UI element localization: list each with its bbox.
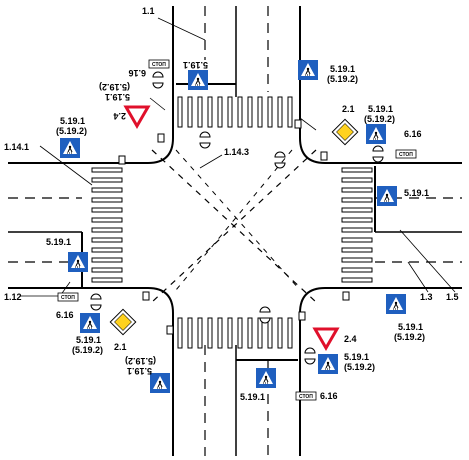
sign-label-south-2: 5.19.1 — [240, 392, 265, 402]
stop-plate-north-code: 6.16 — [128, 68, 146, 78]
main-road-sign-ne — [331, 118, 359, 146]
label-1-3: 1.3 — [420, 292, 433, 302]
sign-label-se-east: 5.19.1 — [398, 322, 423, 332]
diagonal-line-2 — [151, 149, 317, 303]
zebra-east — [341, 167, 373, 283]
stop-plate-sw-code: 6.16 — [56, 310, 74, 320]
road-edge-ne — [299, 6, 462, 164]
sign-label-west: 5.19.1 — [46, 237, 71, 247]
main-road-label-sw: 2.1 — [114, 342, 127, 352]
traffic-light-sw-2 — [259, 306, 271, 324]
pedestrian-crossing-sign-se — [317, 353, 339, 375]
give-way-sign-se — [313, 327, 339, 350]
pedestrian-crossing-sign-west — [67, 251, 89, 273]
pedestrian-crossing-sign-north — [187, 69, 209, 91]
post-lamp-se-2 — [298, 311, 306, 321]
post-lamp-sw — [142, 291, 150, 301]
label-1-14-3: 1.14.3 — [224, 147, 249, 157]
stop-plate-se-code: 6.16 — [320, 391, 338, 401]
sign-label-se-east-alt: (5.19.2) — [394, 332, 425, 342]
give-way-label-se: 2.4 — [344, 334, 357, 344]
sign-label-ne-2: 5.19.1 — [368, 104, 393, 114]
give-way-label-nw: 2.4 — [113, 111, 126, 121]
sign-label-north-rot: 5.19.1 — [183, 60, 208, 70]
sign-label-sw-alt: (5.19.2) — [72, 345, 103, 355]
pedestrian-crossing-sign-ne-2 — [365, 123, 387, 145]
road-edges — [8, 6, 462, 456]
sign-label-nw-alt: (5.19.2) — [56, 126, 87, 136]
sign-label-ne: 5.19.1 — [330, 64, 355, 74]
stop-plate-ne-text: СТОП — [399, 152, 413, 158]
stop-plate-sw — [57, 292, 79, 302]
diagonal-line-3 — [175, 149, 301, 291]
traffic-light-ne — [372, 145, 384, 163]
sign-label-ne-alt: (5.19.2) — [327, 74, 358, 84]
main-road-sign-sw — [109, 308, 137, 336]
sign-label-ne-2-alt: (5.19.2) — [364, 114, 395, 124]
road-edge-nw — [8, 6, 174, 164]
post-lamp-se — [342, 291, 350, 301]
stop-plate-north-text: СТОП — [152, 62, 166, 68]
pedestrian-crossing-sign-sw — [79, 312, 101, 334]
label-1-5: 1.5 — [446, 292, 459, 302]
zebra-west — [91, 167, 123, 283]
lane-markings — [8, 6, 462, 456]
sign-label-south-rot: 5.19.1 — [127, 366, 152, 376]
pedestrian-crossing-sign-east — [376, 185, 398, 207]
main-road-label-ne: 2.1 — [342, 104, 355, 114]
post-lamp-ne — [294, 119, 302, 129]
post-lamp-ne-2 — [320, 151, 328, 161]
stop-plate-ne-code: 6.16 — [404, 129, 422, 139]
pedestrian-crossing-sign-south-2 — [255, 367, 277, 389]
stop-plate-se — [295, 391, 317, 401]
stop-plate-ne — [395, 149, 417, 159]
sign-label-nw-rot-alt: (5.19.2) — [99, 82, 130, 92]
give-way-sign-nw — [124, 105, 150, 128]
leader-lines — [20, 17, 456, 297]
post-lamp-sw-2 — [166, 325, 174, 335]
pedestrian-crossing-sign-ne — [297, 59, 319, 81]
stop-plate-north — [148, 59, 170, 69]
traffic-light-nw — [199, 131, 211, 149]
sign-label-south-rot-alt: (5.19.2) — [125, 356, 156, 366]
sign-label-east: 5.19.1 — [404, 188, 429, 198]
post-lamp-nw-2 — [157, 133, 165, 143]
traffic-light-se — [304, 347, 316, 365]
pedestrian-crossing-sign-south — [149, 372, 171, 394]
stop-plate-se-text: СТОП — [299, 394, 313, 400]
road-edge-sw — [8, 287, 174, 456]
traffic-light-sw — [90, 293, 102, 311]
label-1-1: 1.1 — [142, 6, 155, 16]
pedestrian-crossing-sign-se-east — [385, 293, 407, 315]
sign-label-nw-rot: 5.19.1 — [105, 92, 130, 102]
diagonal-line-4 — [175, 149, 293, 291]
zebra-south — [177, 317, 293, 349]
sign-label-nw: 5.19.1 — [60, 116, 85, 126]
sign-label-se-alt: (5.19.2) — [344, 362, 375, 372]
sign-label-sw: 5.19.1 — [76, 335, 101, 345]
sign-label-se: 5.19.1 — [344, 352, 369, 362]
traffic-light-north — [152, 71, 164, 89]
post-lamp-nw — [118, 155, 126, 165]
pedestrian-crossing-sign-nw — [59, 137, 81, 159]
label-1-14-1: 1.14.1 — [4, 142, 29, 152]
zebra-north — [177, 96, 293, 128]
stop-plate-sw-text: СТОП — [61, 295, 75, 301]
label-1-12: 1.12 — [4, 292, 22, 302]
